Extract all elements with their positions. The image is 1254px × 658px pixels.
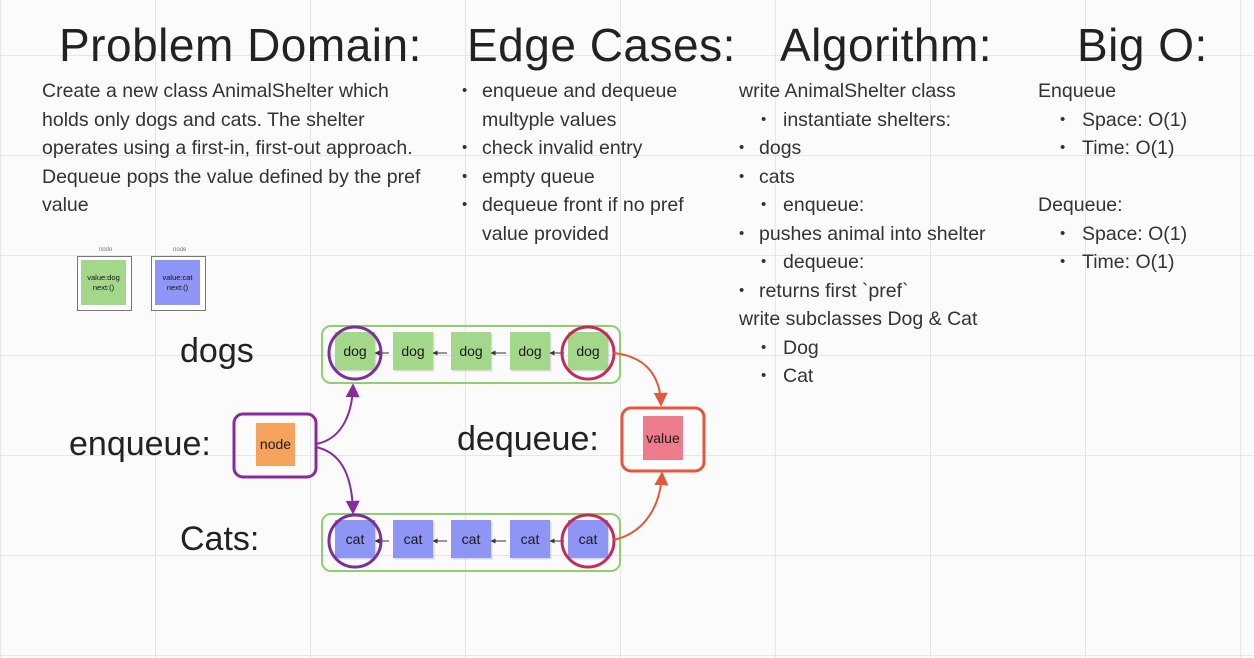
big-o-title: Dequeue: [1038,194,1123,216]
algorithm-substep: returns first `pref` [739,277,1039,306]
dogs-label: dogs [180,332,254,370]
cat-node-label: cat [521,531,540,547]
legend-dog-next: next:() [92,283,115,292]
dequeue-value-text: value [646,430,680,446]
dog-nodes: dog dog dog dog dog [335,332,610,372]
dog-node [451,332,491,370]
cats-to-dequeue-arrow [613,471,669,541]
algorithm-section: write AnimalShelter class instantiate sh… [739,77,1039,391]
big-o-heading: Big O: [1077,19,1208,71]
algorithm-heading: Algorithm: [780,19,993,71]
legend-cat-caption: node [173,247,187,253]
enqueue-node-text: node [260,436,291,452]
enqueue-frame [232,412,318,479]
algorithm-substep: pushes animal into shelter [739,220,1039,249]
enqueue-to-dogs-arrow [315,383,360,445]
dog-node-label: dog [459,343,482,359]
dog-node [568,332,608,370]
big-o-item: Space: O(1) [1060,220,1238,249]
enqueue-label: enqueue: [69,425,211,463]
legend-dog-caption: node [99,247,113,253]
big-o-item: Time: O(1) [1060,248,1238,277]
big-o-item: Space: O(1) [1060,106,1238,135]
cat-node [568,520,608,558]
cat-node [335,520,375,558]
edge-case-item: empty queue [462,163,722,192]
big-o-item: Time: O(1) [1060,134,1238,163]
cat-node-label: cat [462,531,481,547]
cats-label: Cats: [180,520,260,558]
dogs-head-circle [327,325,383,381]
algorithm-line: write subclasses Dog & Cat [739,308,978,330]
algorithm-substep: dogs [739,134,1039,163]
enqueue-to-cats-arrow [315,446,360,515]
legend-cat-value: value:cat [162,273,193,282]
algorithm-step: instantiate shelters: [761,106,1039,135]
edge-cases-heading: Edge Cases: [467,19,736,71]
legend-cat-note: value:cat next:() [155,260,200,305]
dog-node [335,332,375,370]
legend-dog-node: value:dog next:() [77,256,132,311]
edge-case-item: dequeue front if no pref value provided [462,191,722,248]
dog-node-label: dog [343,343,366,359]
algorithm-step: dequeue: [761,248,1039,277]
algorithm-step: Cat [761,362,1039,391]
dog-node-label: dog [576,343,599,359]
cat-nodes: cat cat cat cat cat [335,520,610,560]
algorithm-substep: cats [739,163,1039,192]
dog-node-label: dog [401,343,424,359]
problem-domain-heading: Problem Domain: [59,19,422,71]
cat-node-label: cat [346,531,365,547]
cat-node [393,520,433,558]
problem-domain-text: Create a new class AnimalShelter which h… [42,80,421,216]
cat-node [451,520,491,558]
dog-node-label: dog [518,343,541,359]
legend-cat-node: value:cat next:() [151,256,206,311]
cat-node-label: cat [404,531,423,547]
cat-node-label: cat [579,531,598,547]
dequeue-value-note [643,416,683,460]
big-o-section: Enqueue Space: O(1) Time: O(1) Dequeue: … [1038,77,1238,277]
algorithm-step: enqueue: [761,191,1039,220]
edge-cases-list: enqueue and dequeue multyple values chec… [462,77,722,248]
enqueue-node-note [256,423,295,466]
edge-case-item: enqueue and dequeue multyple values [462,77,722,134]
dequeue-frame [620,406,706,473]
cat-node [510,520,550,558]
cats-queue-frame [321,513,621,572]
dequeue-label: dequeue: [457,420,599,458]
dogs-to-dequeue-arrow [613,352,668,407]
cats-head-circle [327,513,383,569]
edge-case-item: check invalid entry [462,134,722,163]
legend-dog-note: value:dog next:() [81,260,126,305]
legend-cat-next: next:() [166,283,189,292]
legend-dog-value: value:dog [87,273,120,282]
dog-node [393,332,433,370]
cats-tail-circle [560,513,616,569]
algorithm-line: write AnimalShelter class [739,80,956,102]
algorithm-step: Dog [761,334,1039,363]
big-o-title: Enqueue [1038,80,1117,102]
dog-node [510,332,550,370]
